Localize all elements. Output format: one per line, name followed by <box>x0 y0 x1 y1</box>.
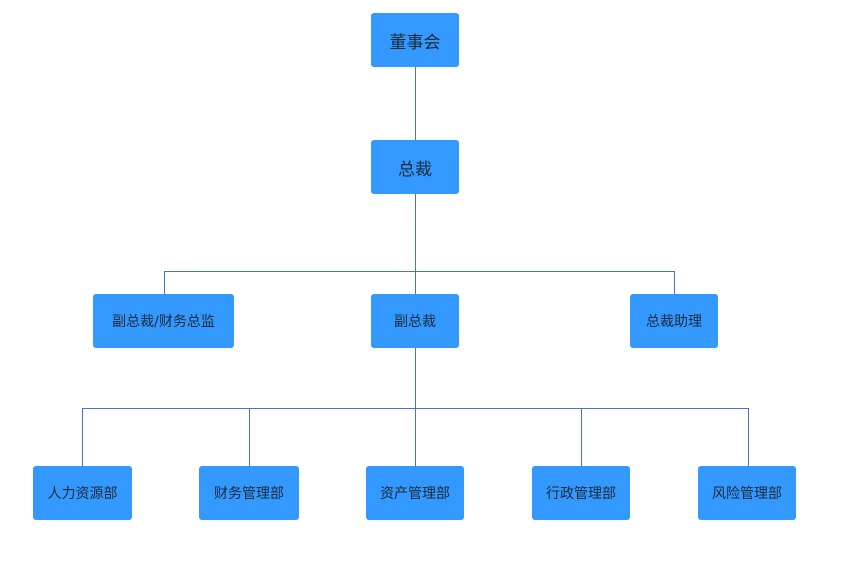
node-board[interactable]: 董事会 <box>371 13 459 67</box>
node-vice-president-label: 副总裁 <box>394 314 436 330</box>
node-president[interactable]: 总裁 <box>371 140 459 194</box>
node-hr-department[interactable]: 人力资源部 <box>33 466 132 520</box>
node-finance-department[interactable]: 财务管理部 <box>199 466 299 520</box>
node-vp-cfo[interactable]: 副总裁/财务总监 <box>93 294 234 348</box>
node-board-label: 董事会 <box>389 32 441 53</box>
node-risk-department-label: 风险管理部 <box>712 486 782 502</box>
node-vice-president[interactable]: 副总裁 <box>371 294 459 348</box>
node-hr-department-label: 人力资源部 <box>47 486 118 502</box>
node-asset-department[interactable]: 资产管理部 <box>366 466 464 520</box>
node-asset-department-label: 资产管理部 <box>380 486 450 502</box>
node-admin-department[interactable]: 行政管理部 <box>532 466 630 520</box>
node-president-assistant-label: 总裁助理 <box>646 314 702 330</box>
node-risk-department[interactable]: 风险管理部 <box>698 466 796 520</box>
node-president-label: 总裁 <box>398 159 432 180</box>
node-president-assistant[interactable]: 总裁助理 <box>630 294 718 348</box>
node-vp-cfo-label: 副总裁/财务总监 <box>112 314 215 330</box>
node-finance-department-label: 财务管理部 <box>214 486 284 502</box>
node-admin-department-label: 行政管理部 <box>546 486 616 502</box>
